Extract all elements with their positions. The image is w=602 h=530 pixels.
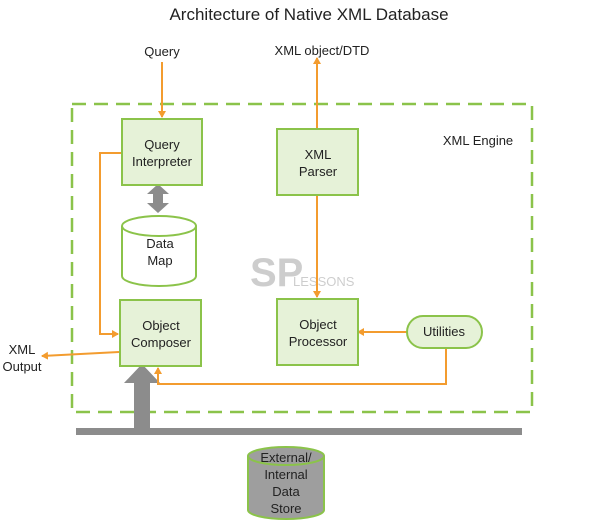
diagram-title: Architecture of Native XML Database — [169, 5, 448, 24]
external-store-line2: Internal — [264, 467, 307, 482]
xml-parser-node: XML Parser — [276, 128, 359, 196]
svg-text:SP: SP — [250, 251, 303, 295]
data-bus — [76, 428, 522, 435]
bus-up-arrow — [124, 364, 160, 428]
watermark-logo: SP LESSONS — [250, 251, 355, 295]
object-composer-node: Object Composer — [119, 299, 202, 367]
svg-text:XML: XML — [305, 147, 332, 162]
utilities-to-composer-arrow — [154, 348, 447, 385]
query-input-label: Query — [144, 44, 180, 59]
external-store-line1: External/ — [260, 450, 312, 465]
svg-text:LESSONS: LESSONS — [293, 274, 355, 289]
svg-text:Object: Object — [142, 318, 180, 333]
svg-text:Map: Map — [147, 253, 172, 268]
external-store-line3: Data — [272, 484, 300, 499]
svg-text:Processor: Processor — [289, 334, 348, 349]
xml-output-label-line2: Output — [2, 359, 41, 374]
external-data-store: External/ Internal Data Store — [247, 446, 325, 520]
xml-object-dtd-label: XML object/DTD — [275, 43, 370, 58]
svg-text:Utilities: Utilities — [423, 324, 465, 339]
object-processor-node: Object Processor — [276, 298, 359, 366]
svg-text:Data: Data — [146, 236, 174, 251]
external-store-line4: Store — [270, 501, 301, 516]
svg-text:Object: Object — [299, 317, 337, 332]
xml-engine-label: XML Engine — [443, 133, 513, 148]
interpreter-to-composer-arrow — [99, 152, 121, 338]
query-interpreter-node: Query Interpreter — [121, 118, 203, 186]
svg-text:Query: Query — [144, 137, 180, 152]
svg-text:Interpreter: Interpreter — [132, 154, 193, 169]
xml-engine-boundary — [70, 102, 534, 414]
svg-text:Parser: Parser — [299, 164, 338, 179]
utilities-node: Utilities — [406, 315, 483, 349]
svg-text:Composer: Composer — [131, 335, 192, 350]
interpreter-datamap-double-arrow — [147, 184, 169, 213]
composer-to-output-arrow — [41, 351, 120, 360]
data-map-node: Data Map — [121, 215, 197, 287]
xml-output-label-line1: XML — [9, 342, 36, 357]
